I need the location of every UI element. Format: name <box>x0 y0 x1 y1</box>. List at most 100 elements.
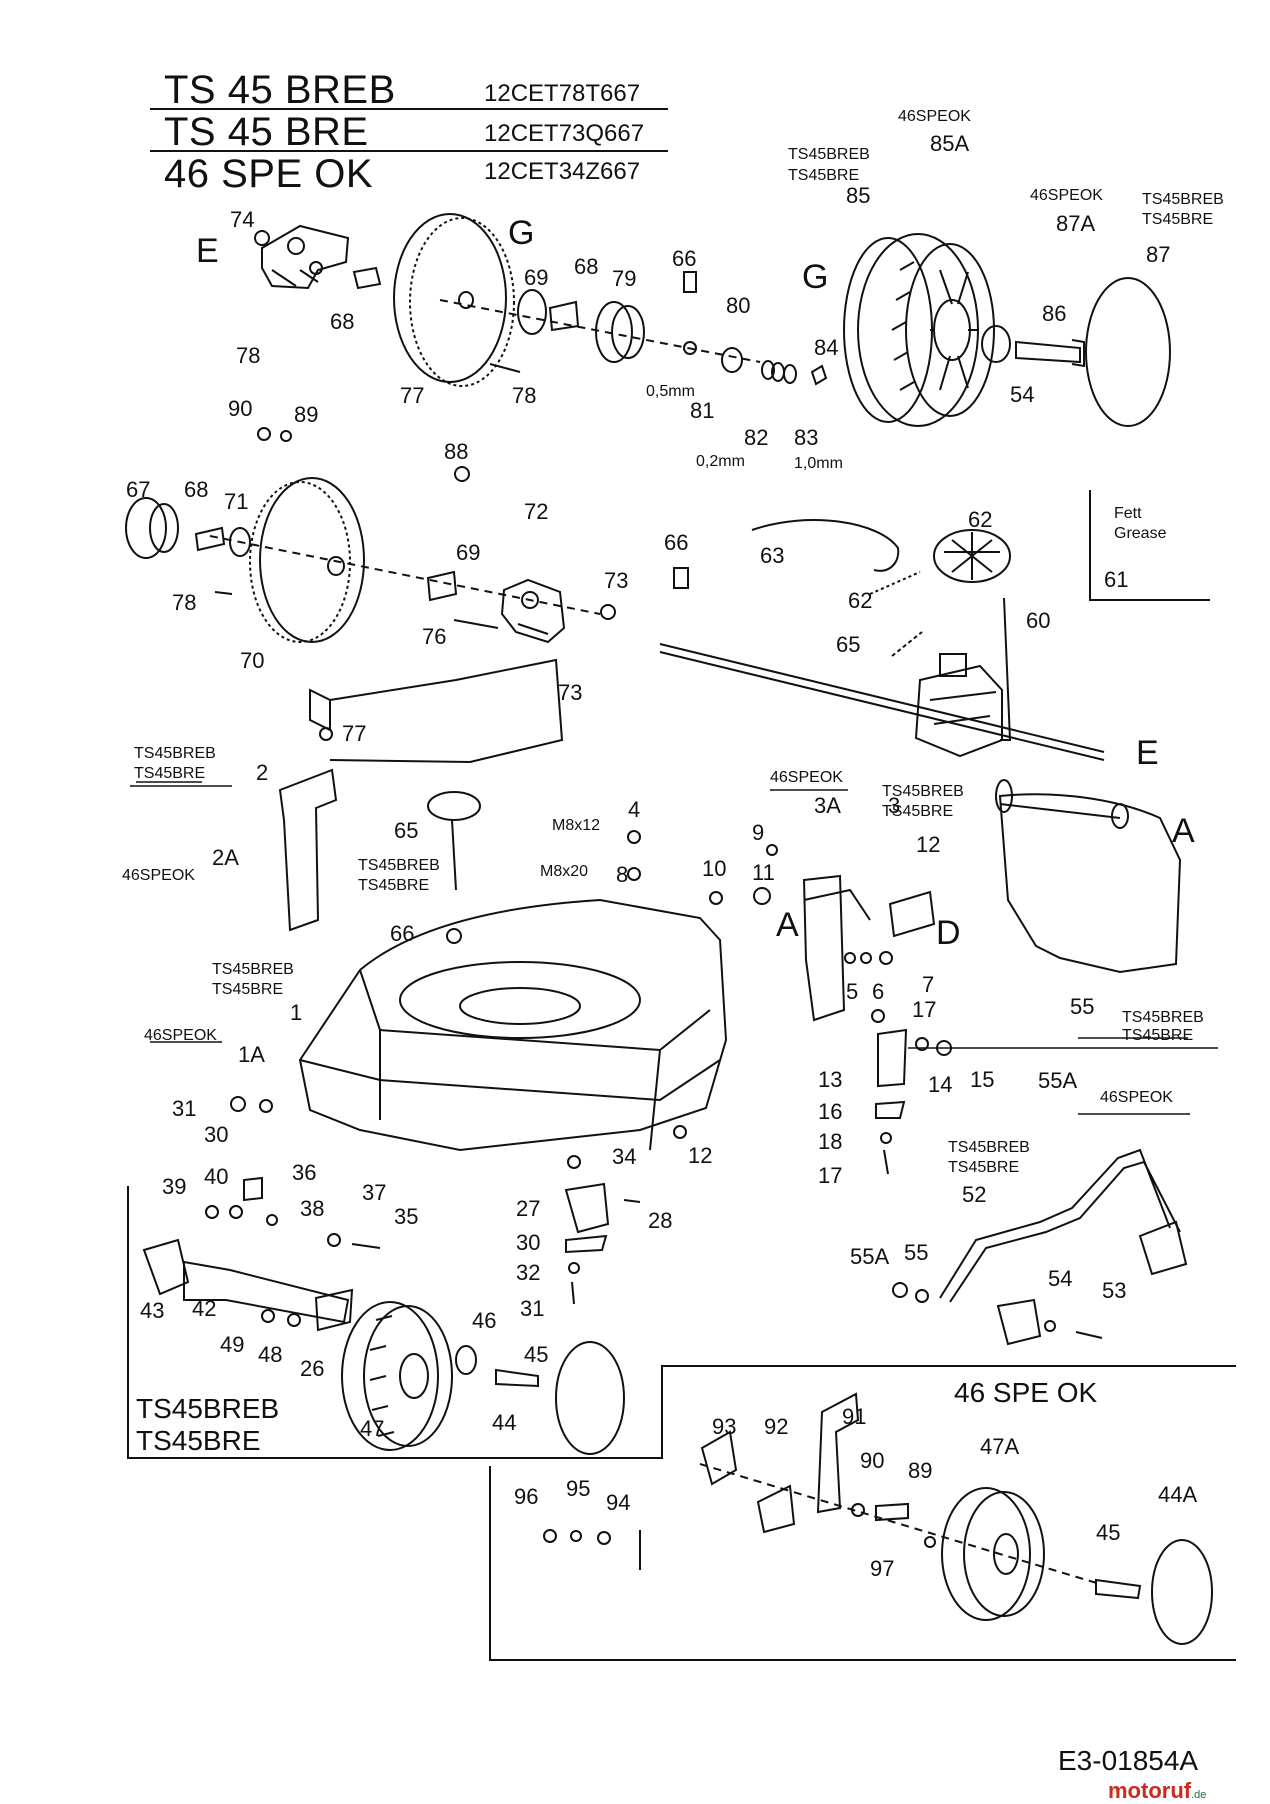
nut-72-mid <box>600 604 616 620</box>
bushing-68-right <box>426 570 458 602</box>
variant-tag: 46SPEOK <box>770 769 843 786</box>
bolt-78-left <box>214 591 233 595</box>
part-label: 34 <box>612 1144 636 1169</box>
part-label: 45 <box>1096 1520 1120 1545</box>
knob-34-stem <box>451 819 457 891</box>
gear-67 <box>125 497 167 559</box>
part-label: 7 <box>922 972 934 997</box>
washer-15 <box>915 1037 929 1051</box>
part-label: 91 <box>842 1404 866 1429</box>
washer-39 <box>266 1214 278 1226</box>
variant-tag: TS45BREB <box>212 961 294 978</box>
bracket-26 <box>564 1182 610 1234</box>
pin-63 <box>869 571 921 595</box>
part-label: 73 <box>558 680 582 705</box>
washer-49 <box>261 1309 275 1323</box>
right-box-title: 46 SPE OK <box>954 1377 1098 1408</box>
nut-33 <box>567 1155 581 1169</box>
part-label: 72 <box>524 499 548 524</box>
shim-thickness: 1,0mm <box>794 455 843 472</box>
nut-7 <box>879 951 893 965</box>
bracket-13 <box>877 1028 908 1088</box>
model-code-3: 12CET34Z667 <box>484 158 641 185</box>
part-label: 48 <box>258 1342 282 1367</box>
variant-tag: 46SPEOK <box>122 867 195 884</box>
bracket-3A <box>803 888 871 921</box>
washer-19 <box>880 1132 892 1144</box>
washer-28 <box>259 1099 273 1113</box>
part-label: 47 <box>360 1416 384 1441</box>
washer-96 <box>597 1531 611 1545</box>
drive-wheel-70 <box>259 477 365 643</box>
variant-tag: TS45BREB <box>1142 191 1224 208</box>
part-label: 79 <box>612 266 636 291</box>
part-label: 92 <box>764 1414 788 1439</box>
part-label: 1 <box>290 1000 302 1025</box>
hubcap-87 <box>1085 277 1171 427</box>
key-66-top <box>683 271 697 293</box>
part-label: 44 <box>492 1410 516 1435</box>
bracket-3 <box>802 874 846 1022</box>
nut-54 <box>892 1282 908 1298</box>
variant-tag: TS45BREB <box>358 857 440 874</box>
part-label: 12 <box>916 832 940 857</box>
part-label: 68 <box>184 477 208 502</box>
part-label: 15 <box>970 1067 994 1092</box>
washer-99 <box>924 1536 936 1548</box>
part-label: 39 <box>162 1174 186 1199</box>
washer-97 <box>570 1530 582 1542</box>
axis-line-top <box>439 299 761 363</box>
variant-tag: TS45BRE <box>1122 1027 1193 1044</box>
part-label: 3 <box>888 793 900 818</box>
variant-tag: TS45BREB <box>134 745 216 762</box>
part-label: 27 <box>516 1196 540 1221</box>
bolt-8 <box>627 867 641 881</box>
part-label: 17 <box>912 997 936 1022</box>
bolt-14 <box>673 1125 687 1139</box>
handle-50 <box>939 1148 1171 1299</box>
variant-tag: TS45BRE <box>134 765 205 782</box>
gear-67-inner <box>149 503 179 553</box>
grease-bracket <box>1089 490 1210 601</box>
variant-label-group: 46SPEOK TS45BREB TS45BRE 46SPEOK TS45BRE… <box>122 108 1224 1176</box>
part-label: 97 <box>870 1556 894 1581</box>
model-code-2: 12CET73Q667 <box>484 120 645 147</box>
part-label: 61 <box>1104 567 1128 592</box>
handle-50-inner <box>949 1160 1181 1303</box>
variant-tag: 46SPEOK <box>1100 1089 1173 1106</box>
variant-tag: TS45BRE <box>948 1159 1019 1176</box>
variant-tag: TS45BRE <box>1142 211 1213 228</box>
part-label: 31 <box>520 1296 544 1321</box>
part-label: 85 <box>846 183 870 208</box>
part-label: 2A <box>212 845 239 870</box>
shim-thickness: 0,5mm <box>646 383 695 400</box>
shim-81 <box>761 360 775 380</box>
rear-wheel-85 <box>843 233 995 427</box>
variant-tag: TS45BREB <box>1122 1009 1204 1026</box>
bolt-size: M8x12 <box>552 817 600 834</box>
bolt-74 <box>453 619 499 629</box>
plate-17 <box>875 1100 906 1119</box>
plate-95 <box>700 1430 738 1486</box>
variant-tag: TS45BRE <box>788 167 859 184</box>
model-title-3: 46 SPE OK <box>164 152 374 196</box>
part-label: 88 <box>444 439 468 464</box>
parts-drawing <box>125 213 1236 1661</box>
part-label: 77 <box>400 383 424 408</box>
part-label: 55 <box>904 1240 928 1265</box>
drive-wheel-70-rim <box>249 481 351 643</box>
part-label-group: 74 78 68 77 69 68 79 78 66 80 81 82 83 8… <box>126 131 1197 1581</box>
part-label: 85A <box>930 131 969 156</box>
part-label: 76 <box>422 624 446 649</box>
ref-letter-E: E <box>196 232 219 270</box>
bracket-76 <box>261 224 350 290</box>
part-label: 94 <box>606 1490 630 1515</box>
part-label: 87A <box>1056 211 1095 236</box>
hubcap-44A <box>1151 1539 1213 1645</box>
part-label: 5 <box>846 979 858 1004</box>
nut-41 <box>205 1205 219 1219</box>
bolt-4 <box>627 830 641 844</box>
part-label: 67 <box>126 477 150 502</box>
screw-9 <box>766 844 778 856</box>
